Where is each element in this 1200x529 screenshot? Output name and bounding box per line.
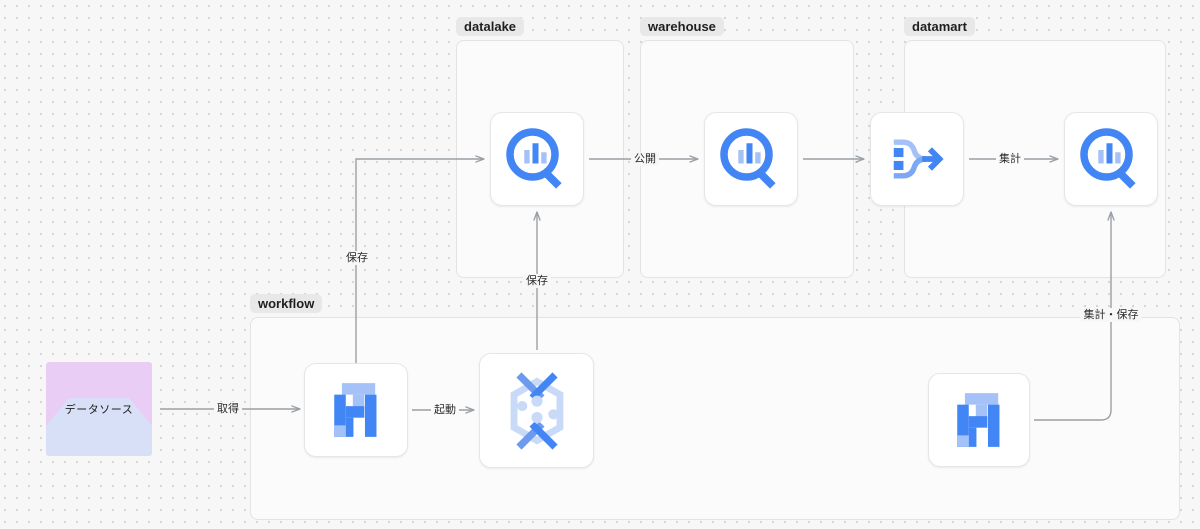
bigquery-icon [715, 123, 787, 195]
node-datasource[interactable]: データソース [46, 362, 152, 456]
bigquery-icon [501, 123, 573, 195]
group-label-datalake: datalake [456, 17, 525, 36]
node-workflow-dataflow[interactable] [479, 353, 594, 468]
node-datalake-bigquery[interactable] [490, 112, 584, 206]
node-datamart-dataform[interactable] [870, 112, 964, 206]
cloud-composer-icon [325, 378, 387, 442]
edge-label-起動: 起動 [431, 403, 459, 417]
dataform-icon [886, 128, 948, 190]
node-datamart-bigquery[interactable] [1064, 112, 1158, 206]
funnel-gradient-icon [46, 397, 152, 456]
edge-label-保存-composer: 保存 [343, 251, 371, 265]
group-label-datamart: datamart [904, 17, 975, 36]
edge-label-公開: 公開 [631, 152, 659, 166]
edge-label-保存-dataflow: 保存 [523, 274, 551, 288]
bigquery-icon [1075, 123, 1147, 195]
edge-label-集計: 集計 [996, 152, 1024, 166]
edge-label-集計保存: 集計・保存 [1080, 308, 1142, 322]
cloud-composer-icon [948, 388, 1010, 452]
node-warehouse-bigquery[interactable] [704, 112, 798, 206]
dataflow-icon [497, 370, 577, 452]
node-datasource-label: データソース [64, 404, 134, 416]
edge-label-取得: 取得 [214, 402, 242, 416]
group-label-workflow: workflow [250, 294, 323, 313]
group-label-warehouse: warehouse [640, 17, 724, 36]
node-workflow-composer[interactable] [304, 363, 408, 457]
node-datamart-composer[interactable] [928, 373, 1030, 467]
